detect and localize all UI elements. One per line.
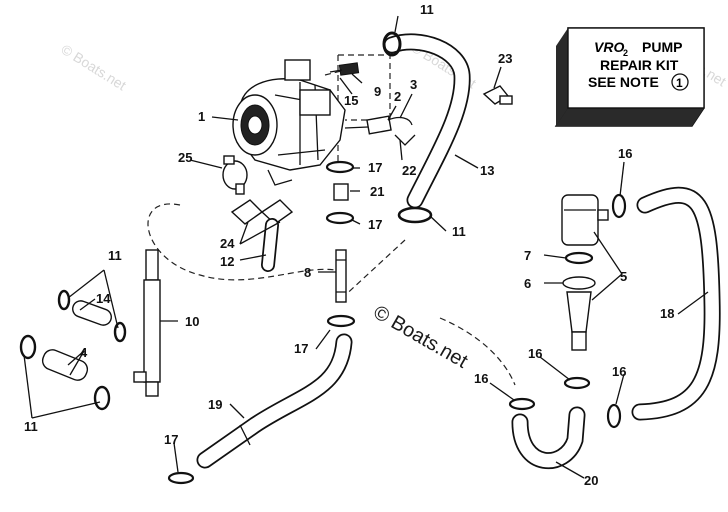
clips-24 [230, 199, 294, 225]
callout-5: 5 [620, 269, 627, 284]
hose-19 [198, 335, 351, 467]
callout-labels: 1 2 3 4 5 6 7 8 9 10 11 11 11 11 12 13 1… [24, 2, 674, 488]
callout-2: 2 [394, 89, 401, 104]
hose-13 [385, 35, 469, 207]
clamp-17-filter [326, 314, 356, 328]
callout-10: 10 [185, 314, 199, 329]
dash-leader-top [324, 69, 346, 76]
callout-1: 1 [198, 109, 205, 124]
callout-19: 19 [208, 397, 222, 412]
callout-20: 20 [584, 473, 598, 488]
callout-7: 7 [524, 248, 531, 263]
callout-24: 24 [220, 236, 235, 251]
callout-11-mid: 11 [452, 224, 466, 239]
watermark-center: © Boats.net [370, 301, 472, 373]
hose-18 [633, 188, 719, 419]
valve-25 [222, 155, 248, 195]
callout-11-bottom: 11 [24, 419, 38, 434]
check-valve-23 [482, 85, 513, 105]
callout-18: 18 [660, 306, 674, 321]
callout-14: 14 [96, 291, 111, 306]
repair-kit-box: VRO 2 PUMP REPAIR KIT SEE NOTE 1 [554, 27, 705, 127]
note-circle-icon [671, 73, 689, 91]
connector-4 [19, 334, 111, 411]
kit-pump-label: PUMP [642, 39, 682, 55]
clamp-16-lower-left [508, 397, 536, 411]
callout-17-d: 17 [164, 432, 178, 447]
callout-21: 21 [370, 184, 384, 199]
dashed-hose-route-right [439, 317, 516, 386]
screw-9 [329, 62, 360, 76]
clamp-17-bottom [167, 471, 195, 485]
callout-16-mid: 16 [528, 346, 542, 361]
clamp-11-top [382, 31, 402, 57]
vro-pump [232, 59, 346, 186]
hose-19-cut [239, 424, 251, 446]
callout-16-left: 16 [474, 371, 488, 386]
callout-17-b: 17 [368, 217, 382, 232]
kit-brand: VRO [594, 39, 624, 55]
callout-11-top: 11 [420, 2, 434, 17]
callout-3: 3 [410, 77, 417, 92]
clamp-17-lower [325, 211, 355, 225]
callout-17-c: 17 [294, 341, 308, 356]
watermark-top-left: © Boats.net [58, 41, 129, 94]
clamp-16-lower-right [606, 403, 622, 429]
kit-note-label: SEE NOTE [588, 74, 659, 90]
clamp-16-filter [563, 376, 591, 390]
callout-15: 15 [344, 93, 358, 108]
clamp-16-upper-right [611, 193, 627, 219]
spacer-21 [333, 183, 349, 201]
callout-13: 13 [480, 163, 494, 178]
callout-4: 4 [80, 345, 88, 360]
hose-20 [513, 408, 584, 468]
callout-25: 25 [178, 150, 192, 165]
inline-filter-8 [335, 249, 347, 303]
clamp-11-mid [397, 206, 433, 224]
callout-12: 12 [220, 254, 234, 269]
callout-16-top: 16 [618, 146, 632, 161]
callout-11-left: 11 [108, 248, 122, 263]
callout-6: 6 [524, 276, 531, 291]
fitting-2-3 [344, 115, 416, 146]
callout-9: 9 [374, 84, 381, 99]
callout-16-right: 16 [612, 364, 626, 379]
tube-10 [133, 249, 161, 397]
callout-22: 22 [402, 163, 416, 178]
connector-14 [57, 289, 127, 343]
callout-17-a: 17 [368, 160, 382, 175]
callout-8: 8 [304, 265, 311, 280]
dashed-hose-route-left [147, 203, 336, 281]
leader-lines [23, 15, 709, 479]
kit-repair-label: REPAIR KIT [600, 57, 679, 73]
kit-note-number: 1 [676, 76, 683, 90]
filter-bowl-5 [561, 194, 609, 351]
dashed-hose-route-mid [339, 239, 406, 301]
hose-12 [262, 219, 278, 271]
callout-23: 23 [498, 51, 512, 66]
clamp-17-upper [325, 160, 355, 174]
kit-brand-mark: 2 [623, 48, 628, 58]
